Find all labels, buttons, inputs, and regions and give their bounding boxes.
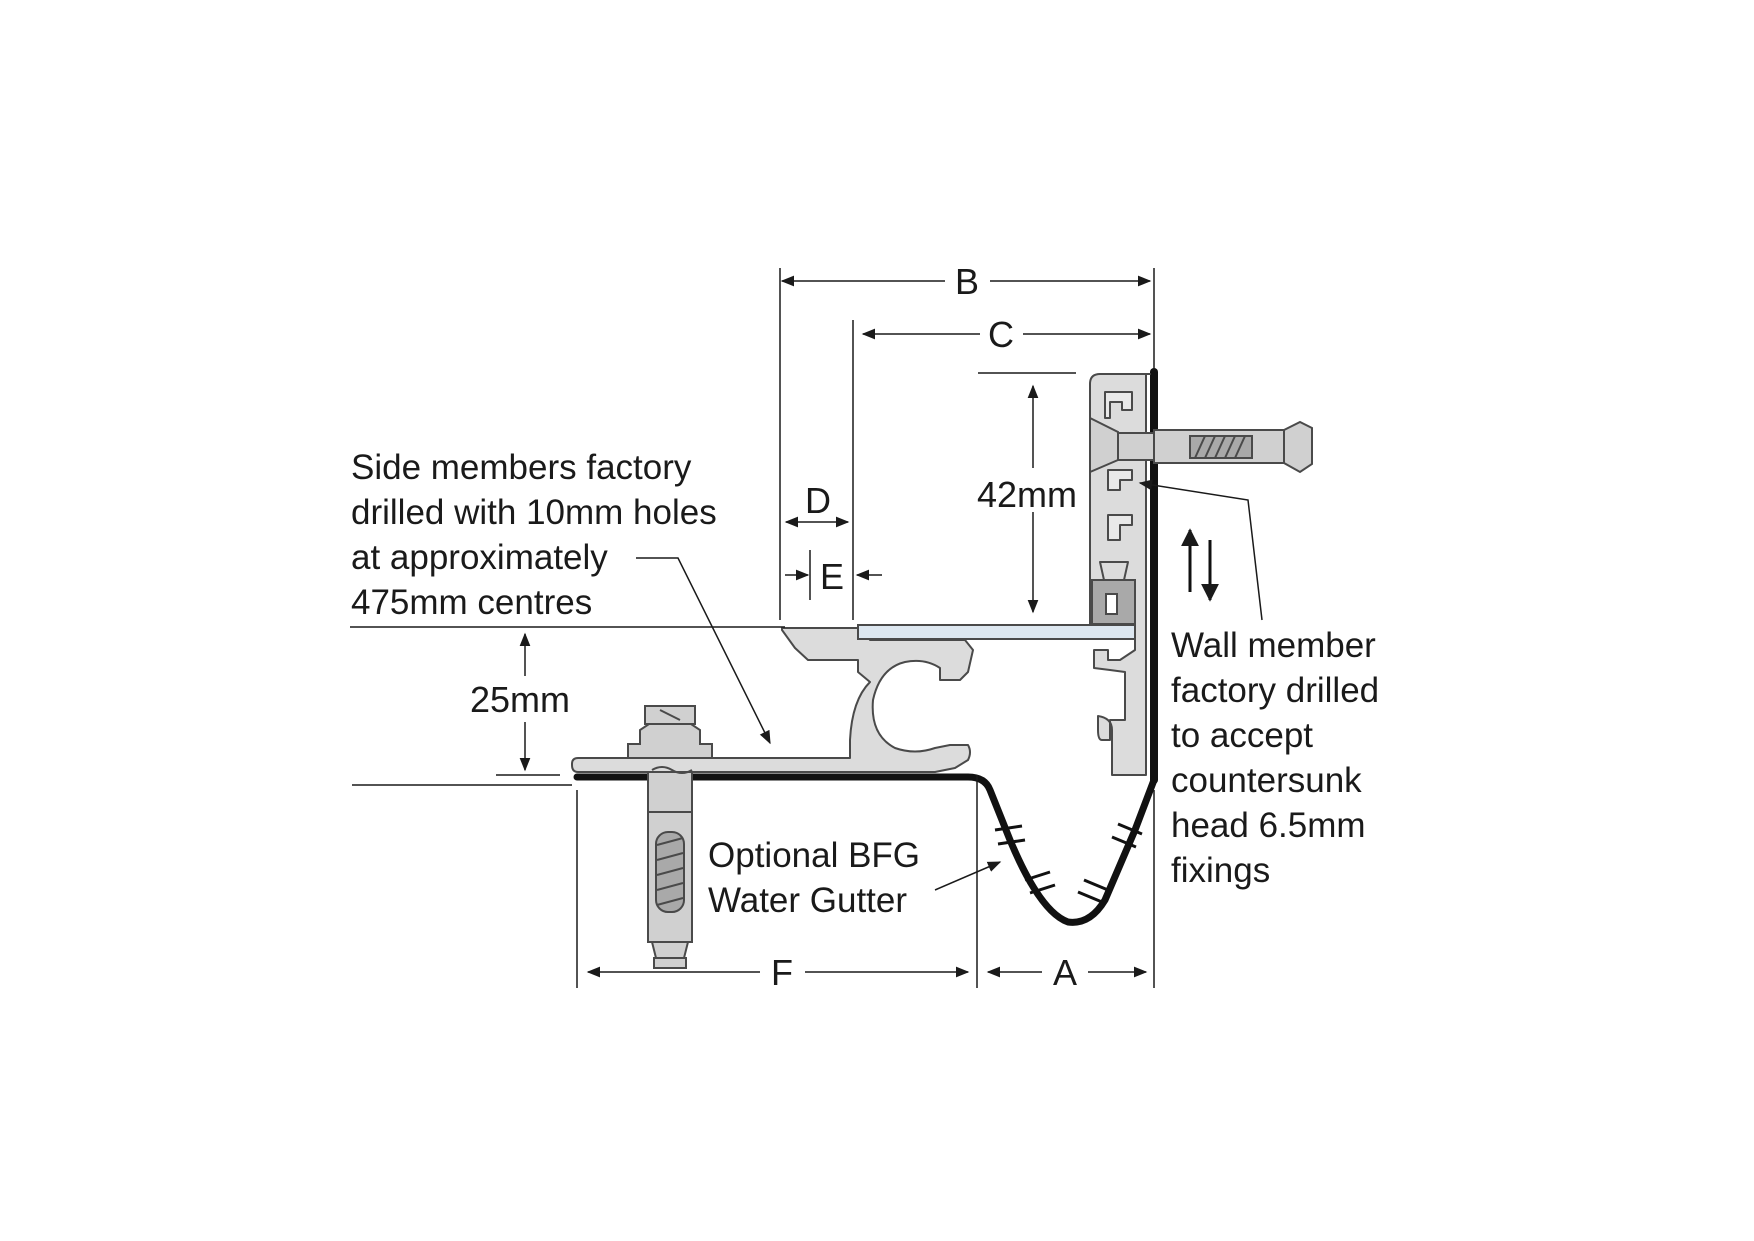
side-members-note-line-1: Side members factory [351, 448, 692, 487]
side-member-profile [571, 627, 974, 773]
dimension-f: F [586, 952, 970, 993]
dimension-b-label: B [955, 261, 979, 302]
gutter-note-line-2: Water Gutter [708, 881, 907, 920]
dimension-42mm-label: 42mm [977, 474, 1077, 515]
dimension-c: C [861, 314, 1152, 355]
wall-member-note-line-6: fixings [1171, 851, 1270, 890]
dimension-25mm: 25mm [470, 632, 570, 772]
dimension-a-label: A [1053, 952, 1077, 993]
gutter-clip-2 [1024, 870, 1056, 895]
dimension-b: B [780, 261, 1152, 302]
side-members-note-line-2: drilled with 10mm holes [351, 493, 717, 532]
wall-member-note-line-2: factory drilled [1171, 671, 1379, 710]
dimension-42mm: 42mm [977, 384, 1077, 614]
dimension-e-label: E [820, 556, 844, 597]
leader-lines [636, 479, 1263, 891]
dimension-d: D [784, 480, 850, 528]
wall-member-note-line-3: to accept [1171, 716, 1313, 755]
dimension-25mm-label: 25mm [470, 679, 570, 720]
water-gutter [573, 773, 1158, 926]
extension-lines [576, 268, 1155, 988]
dimension-a: A [986, 952, 1148, 993]
side-members-note-line-4: 475mm centres [351, 583, 592, 622]
wall-member-note-line-4: countersunk [1171, 761, 1362, 800]
wall-fixing-bolt [1089, 416, 1313, 474]
movement-arrows-icon [1181, 528, 1219, 602]
gutter-clip-3 [1077, 878, 1109, 904]
side-members-note: Side members factory drilled with 10mm h… [351, 448, 717, 622]
glass-panel [857, 624, 1136, 640]
gutter-note: Optional BFG Water Gutter [708, 836, 920, 920]
gutter-clip-4 [1111, 822, 1143, 849]
dimension-e: E [785, 556, 882, 597]
wall-member-profile [1089, 373, 1151, 776]
wall-member-note-line-1: Wall member [1171, 626, 1376, 665]
dimension-c-label: C [988, 314, 1014, 355]
dimension-d-label: D [805, 480, 831, 521]
wall-member-note-line-5: head 6.5mm [1171, 806, 1366, 845]
wall-member-note: Wall member factory drilled to accept co… [1171, 626, 1379, 890]
floor-anchor-bolt [627, 705, 713, 969]
side-members-note-line-3: at approximately [351, 538, 608, 577]
gutter-note-line-1: Optional BFG [708, 836, 920, 875]
gutter-clip-1 [994, 824, 1026, 846]
dimension-f-label: F [771, 952, 793, 993]
